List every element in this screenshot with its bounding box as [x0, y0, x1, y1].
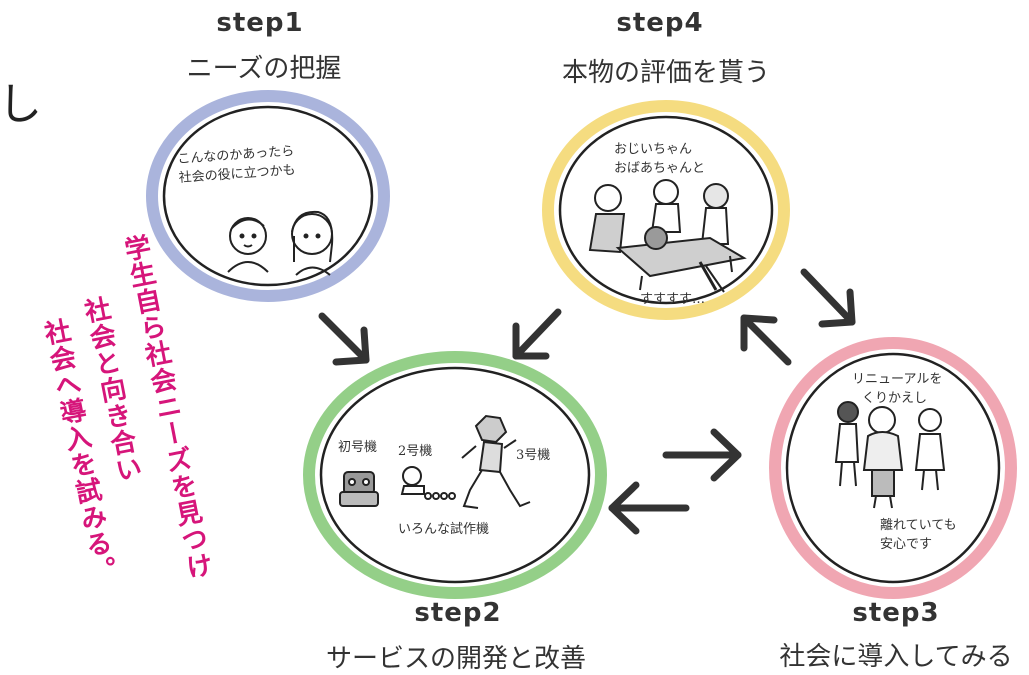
step4-circle: [542, 100, 790, 320]
arrow-step1-to-step2: [318, 312, 370, 366]
step3-note-line: くりかえし: [862, 391, 928, 406]
step3-caption: 離れていても 安心です: [880, 516, 957, 554]
step2-illustration: [339, 414, 531, 509]
step1-title: step1: [216, 8, 304, 38]
step3-note: リニューアルを くりかえし: [852, 370, 942, 408]
step3-subtitle: 社会に導入してみる: [779, 642, 1013, 672]
step2-label-second: 2号機: [398, 444, 433, 459]
step2-label-first: 初号機: [338, 440, 378, 455]
step2-caption: いろんな試作機: [398, 522, 490, 537]
step4-note-line: おじいちゃん: [614, 142, 693, 157]
step2-circle: [303, 351, 607, 599]
step2-label-third: 3号機: [516, 448, 551, 463]
step3-illustration: [834, 401, 946, 509]
arrow-step4-to-step2: [512, 308, 562, 360]
step3-caption-line: 離れていても: [880, 518, 957, 533]
arrow-step2-to-step3: [662, 428, 742, 482]
step1-illustration: [227, 210, 334, 276]
edge-glyph: し: [0, 79, 42, 130]
step4-title: step4: [616, 8, 704, 38]
step4-note-line: おばあちゃんと: [614, 161, 706, 176]
step1-subtitle: ニーズの把握: [186, 54, 342, 84]
step3-circle: [769, 337, 1017, 599]
step2-subtitle: サービスの開発と改善: [325, 644, 586, 674]
step3-title: step3: [852, 598, 940, 628]
step1-note: こんなのかあったら 社会の役に立つかも: [177, 142, 296, 188]
step4-illustration: [588, 179, 747, 293]
step4-caption: すすすす…: [640, 292, 706, 307]
step2-title: step2: [414, 598, 502, 628]
step3-note-line: リニューアルを: [852, 372, 943, 387]
step3-caption-line: 安心です: [880, 537, 933, 552]
arrow-step3-to-step2: [608, 481, 690, 535]
arrow-step3-to-step4: [740, 314, 792, 366]
step4-subtitle: 本物の評価を貰う: [561, 58, 770, 88]
step1-circle: [146, 90, 390, 302]
step4-note: おじいちゃん おばあちゃんと: [614, 140, 705, 178]
arrow-step4-to-step3: [800, 268, 856, 328]
